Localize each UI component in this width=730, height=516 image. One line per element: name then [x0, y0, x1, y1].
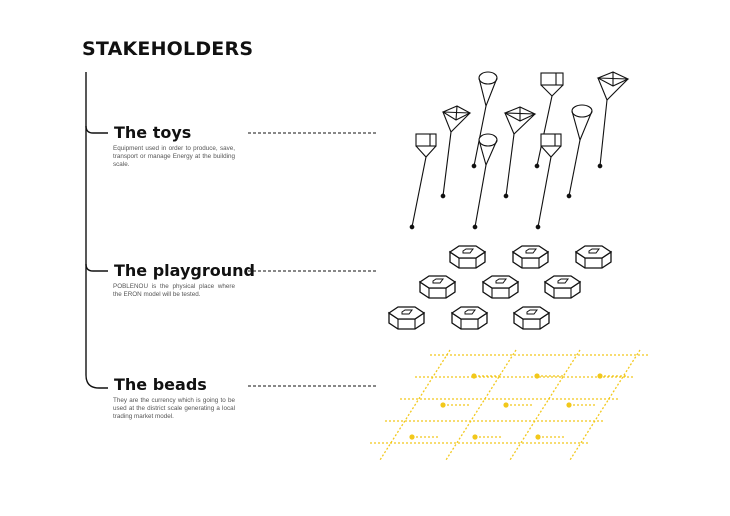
toy-diamond-3 [596, 71, 630, 169]
playground-block [418, 275, 457, 299]
playground-block [481, 275, 520, 299]
toy-rect-3 [535, 133, 562, 230]
timeline-bracket [85, 72, 108, 389]
playground-block [450, 306, 489, 330]
page-title: STAKEHOLDERS [82, 38, 254, 60]
section-description-toys: Equipment used in order to produce, save… [113, 145, 235, 168]
toy-diamond-2 [503, 106, 537, 199]
toy-circle-2 [472, 133, 498, 230]
bead-dot [534, 373, 540, 379]
bead-dot [503, 402, 509, 408]
toy-circle-1 [471, 71, 498, 169]
playground-block [512, 306, 551, 330]
bead-dot [535, 434, 541, 440]
toy-circle-3 [566, 104, 593, 199]
bead-dot [409, 434, 415, 440]
toy-rect-2 [534, 72, 564, 169]
playground-block [387, 306, 426, 330]
playground-blocks-icon [387, 245, 613, 330]
section-heading-beads: The beads [114, 375, 207, 394]
playground-block [543, 275, 582, 299]
toy-diamond-1 [440, 105, 472, 199]
bead-dot [472, 434, 478, 440]
section-description-playground: POBLENOU is the physical place where the… [113, 283, 235, 298]
playground-block [574, 245, 613, 269]
section-heading-toys: The toys [114, 123, 192, 142]
section-description-beads: They are the currency which is going to … [113, 397, 235, 420]
beads-grid-icon [370, 349, 650, 461]
bead-dot [597, 373, 603, 379]
section-heading-playground: The playground [114, 261, 255, 280]
bead-dot [440, 402, 446, 408]
bead-dot [566, 402, 572, 408]
playground-block [511, 245, 550, 269]
toy-rect-1 [409, 133, 437, 230]
toys-icon [409, 71, 630, 230]
playground-block [448, 245, 487, 269]
bead-dot [471, 373, 477, 379]
